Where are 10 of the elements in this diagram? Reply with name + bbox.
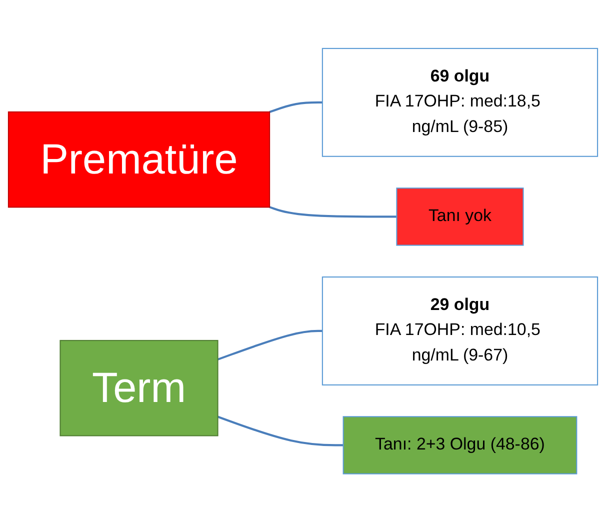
node-box: 69 olgu FIA 17OHP: med:18,5 ng/mL (9-85) <box>322 48 598 158</box>
node-box: 29 olgu FIA 17OHP: med:10,5 ng/mL (9-67) <box>322 276 598 386</box>
node-box: Term <box>60 340 218 437</box>
node-box: Tanı: 2+3 Olgu (48-86) <box>342 416 578 475</box>
connector <box>269 102 322 114</box>
connector <box>269 206 397 218</box>
connector <box>217 416 344 447</box>
node-box: Prematüre <box>8 112 270 208</box>
connector <box>217 330 322 361</box>
node-box: Tanı yok <box>396 188 524 246</box>
